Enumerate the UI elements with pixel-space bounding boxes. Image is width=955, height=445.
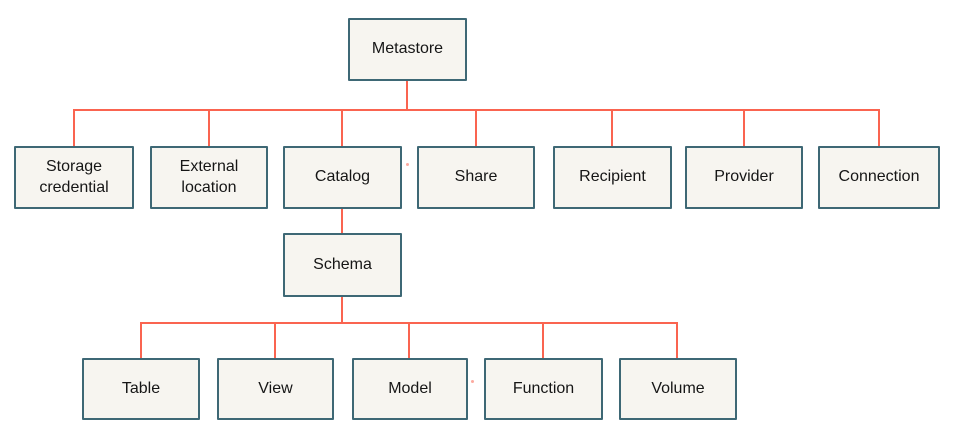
connector-drop-table xyxy=(140,322,142,359)
node-model: Model xyxy=(352,358,468,420)
connector-drop-view xyxy=(274,322,276,359)
connector-drop-catalog xyxy=(341,109,343,147)
stray-dot xyxy=(406,163,409,166)
node-provider: Provider xyxy=(685,146,803,209)
node-connection: Connection xyxy=(818,146,940,209)
connector-drop-connection xyxy=(878,109,880,147)
node-share: Share xyxy=(417,146,535,209)
connector-root-stem xyxy=(406,80,408,110)
node-volume: Volume xyxy=(619,358,737,420)
node-view: View xyxy=(217,358,334,420)
connector-drop-model xyxy=(408,322,410,359)
node-recipient: Recipient xyxy=(553,146,672,209)
node-metastore: Metastore xyxy=(348,18,467,81)
connector-drop-recipient xyxy=(611,109,613,147)
node-catalog: Catalog xyxy=(283,146,402,209)
connector-drop-external-location xyxy=(208,109,210,147)
stray-dot xyxy=(471,380,474,383)
connector-drop-storage-credential xyxy=(73,109,75,147)
node-storage-credential: Storage credential xyxy=(14,146,134,209)
connector-drop-provider xyxy=(743,109,745,147)
connector-drop-function xyxy=(542,322,544,359)
connector-schema-stem xyxy=(341,296,343,323)
connector-catalog-schema xyxy=(341,209,343,233)
node-external-location: External location xyxy=(150,146,268,209)
connector-drop-volume xyxy=(676,322,678,359)
connector-drop-share xyxy=(475,109,477,147)
node-schema: Schema xyxy=(283,233,402,297)
node-function: Function xyxy=(484,358,603,420)
node-table: Table xyxy=(82,358,200,420)
